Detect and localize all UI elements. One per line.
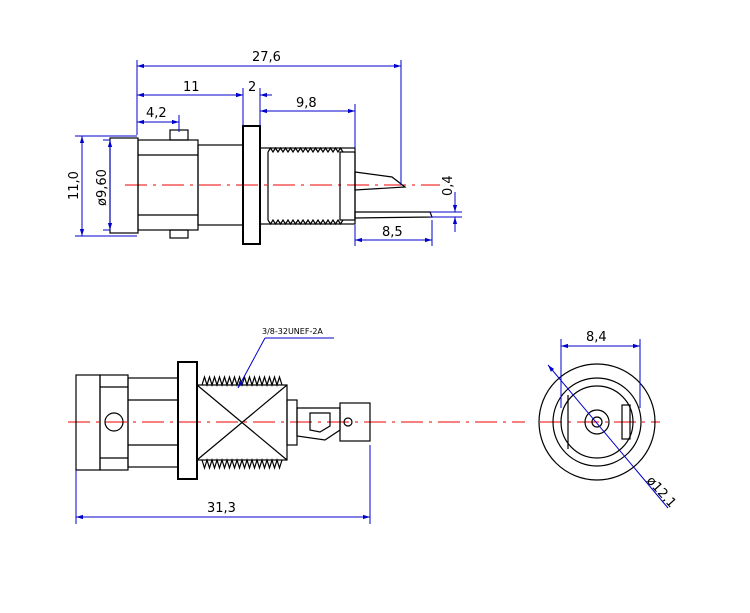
- dim-bayonet-pin-offset: 4,2: [146, 106, 167, 121]
- dim-pin-length: 8,5: [382, 225, 403, 240]
- center-contact: [584, 409, 610, 435]
- dim-pin-thickness: 0,4: [441, 175, 456, 196]
- bayonet-hole: [104, 412, 124, 432]
- thread-section: [259, 147, 356, 225]
- side-view: 3/8-32UNEF-2A 31,3: [68, 327, 525, 524]
- dim-side-total-length: 31,3: [207, 501, 236, 516]
- dim-thread-length: 9,8: [296, 96, 317, 111]
- dim-body-length: 11: [183, 80, 200, 95]
- ground-tab: [354, 211, 433, 219]
- thread-spec-label: 3/8-32UNEF-2A: [262, 327, 323, 336]
- center-pin: [354, 171, 407, 191]
- dim-end-view-width: 8,4: [586, 330, 607, 345]
- dim-body-diameter: ø9,60: [95, 169, 110, 206]
- end-view: 8,4 ø12,1: [538, 330, 679, 511]
- dim-flange-thickness: 2: [248, 80, 256, 95]
- dim-end-view-diameter: ø12,1: [643, 474, 679, 511]
- outer-flange-circle: [538, 363, 656, 481]
- dim-body-height: 11,0: [67, 171, 82, 200]
- top-view: 27,6 11 2 9,8 4,2 11,0 ø9,60 0,4: [67, 50, 462, 246]
- dim-overall-length: 27,6: [252, 50, 281, 65]
